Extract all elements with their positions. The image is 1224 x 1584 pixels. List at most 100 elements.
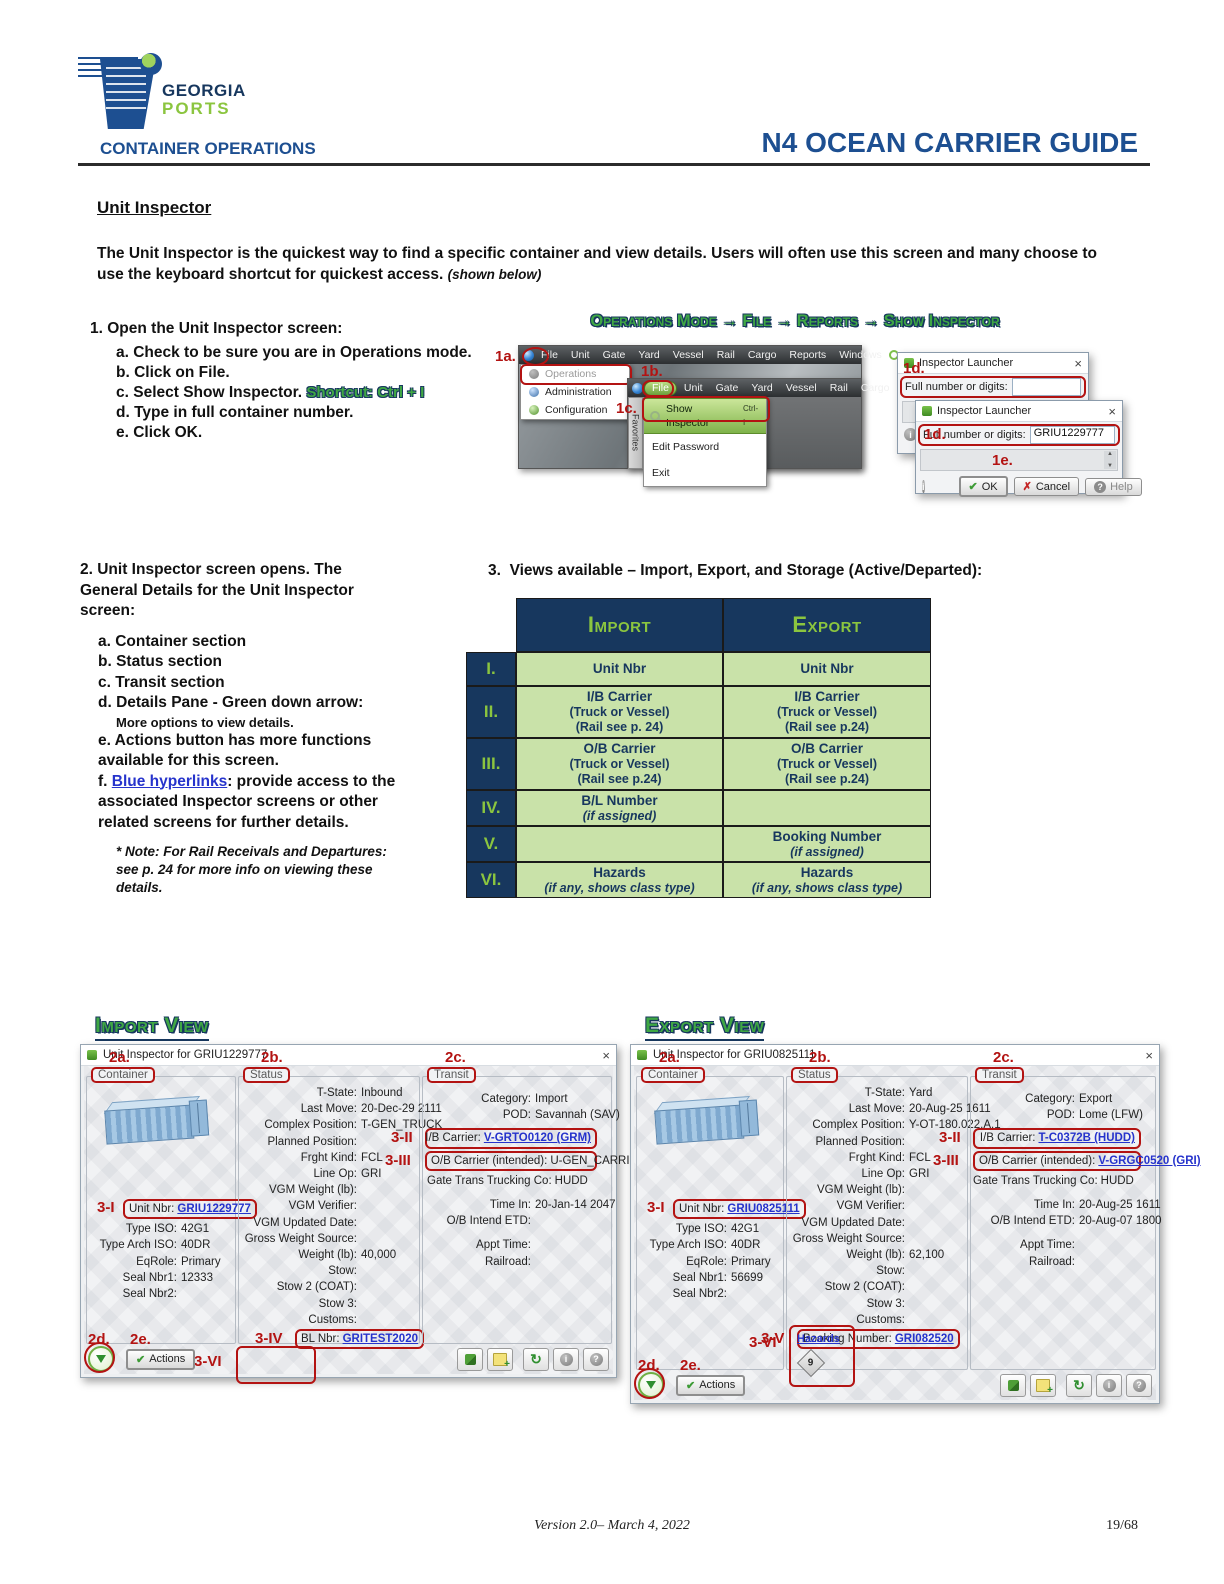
actions-button[interactable]: ✔ Actions: [126, 1348, 196, 1370]
close-icon[interactable]: ×: [602, 1047, 610, 1063]
note-plus-icon: [1036, 1378, 1053, 1396]
georgia-ports-logo: GEORGIA PORTS: [78, 53, 250, 133]
shortcut-badge: Shortcut: Ctrl + I: [306, 384, 425, 401]
bl-nbr-row: 3-IV BL Nbr: GRITEST2020: [255, 1329, 424, 1350]
actions-button[interactable]: ✔ Actions: [676, 1374, 746, 1396]
step1-item-c: c. Select Show Inspector. Shortcut: Ctrl…: [116, 384, 425, 401]
window-body: Container 2a. 3-I Unit Nbr: GRIU1229777 …: [84, 1050, 646, 1384]
hazards-link[interactable]: Hazards: [797, 1333, 840, 1345]
views-table-header-export: Export: [723, 598, 931, 652]
table-row: V. Booking Number (if assigned): [466, 826, 931, 862]
annot-3-II: 3-II: [391, 1129, 413, 1147]
menu-yard[interactable]: Yard: [751, 382, 773, 394]
menu-unit[interactable]: Unit: [683, 382, 703, 394]
close-icon[interactable]: ×: [1145, 1047, 1153, 1063]
menu-item-administration[interactable]: Administration: [521, 383, 629, 401]
close-icon[interactable]: ×: [1108, 403, 1116, 419]
menu-gate[interactable]: Gate: [715, 382, 739, 394]
add-note-icon-button[interactable]: [487, 1347, 513, 1371]
transit-group-label: Transit: [427, 1067, 476, 1083]
info-icon-button[interactable]: i: [553, 1347, 579, 1371]
menu-unit[interactable]: Unit: [570, 349, 590, 361]
annot-3-III: 3-III: [385, 1151, 411, 1169]
ob-carrier-link[interactable]: V-GRGC0520 (GRI): [1098, 1154, 1201, 1167]
full-number-label: Full number or digits:: [905, 381, 1008, 393]
bl-nbr-link[interactable]: GRITEST2020: [342, 1333, 418, 1346]
step2-item-e: e. Actions button has more functions ava…: [98, 731, 372, 770]
menu-rail[interactable]: Rail: [829, 382, 848, 394]
step2-title: 2. Unit Inspector screen opens. The Gene…: [80, 561, 354, 619]
table-row: IV. B/L Number (if assigned): [466, 790, 931, 826]
columns-icon: [1007, 1379, 1019, 1391]
export-columns-icon-button[interactable]: [457, 1347, 483, 1371]
menu-vessel[interactable]: Vessel: [672, 349, 704, 361]
menu-item-edit-password[interactable]: Edit Password: [652, 441, 720, 453]
info-icon-button[interactable]: i: [1096, 1373, 1122, 1397]
export-columns-icon-button[interactable]: [1000, 1373, 1026, 1397]
configuration-icon: [529, 405, 539, 415]
help-icon-button[interactable]: ?: [583, 1347, 609, 1371]
ob-carrier-row: 3-III O/B Carrier (intended): U-GEN_CARR…: [385, 1150, 646, 1171]
menu-cargo[interactable]: Cargo: [860, 382, 890, 394]
ib-carrier-link[interactable]: T-C0372B (HUDD): [1038, 1132, 1136, 1145]
ob-carrier-row: 3-III O/B Carrier (intended): V-GRGC0520…: [933, 1150, 1201, 1171]
container-group: Container 2a. 3-I Unit Nbr: GRIU0825111 …: [636, 1050, 806, 1370]
info-icon[interactable]: i: [904, 428, 917, 441]
step2-item-c: c. Transit section: [98, 673, 225, 691]
unit-nbr-link[interactable]: GRIU1229777: [177, 1203, 251, 1215]
menu-rail[interactable]: Rail: [716, 349, 735, 361]
results-list: ▲▼: [920, 449, 1118, 471]
help-button[interactable]: ? Help: [1085, 477, 1142, 496]
menu-windows[interactable]: Windows: [839, 349, 882, 361]
step1-item-e: e. Click OK.: [116, 424, 203, 441]
full-number-label: Full number or digits:: [923, 429, 1026, 441]
menu-item-configuration[interactable]: Configuration: [521, 401, 629, 419]
menu-cargo[interactable]: Cargo: [747, 349, 777, 361]
unit-nbr-row: 3-I Unit Nbr: GRIU1229777: [97, 1199, 257, 1220]
app-globe-icon[interactable]: [632, 382, 643, 394]
info-icon: i: [1102, 1378, 1116, 1392]
menu-item-operations[interactable]: Operations: [521, 365, 629, 383]
cancel-button[interactable]: ✗ Cancel: [1013, 477, 1080, 496]
menu-item-exit[interactable]: Exit: [652, 467, 670, 479]
operations-globe-icon: [529, 369, 539, 379]
step2-item-a: a. Container section: [98, 632, 247, 650]
menu-item-show-inspector[interactable]: Show Inspector Ctrl-I: [644, 398, 766, 434]
spinner-control[interactable]: ▲▼: [1104, 451, 1116, 469]
add-note-icon-button[interactable]: [1030, 1373, 1056, 1397]
annot-2b: 2b.: [809, 1049, 831, 1066]
columns-icon: [464, 1353, 476, 1365]
table-row: I. Unit Nbr Unit Nbr: [466, 652, 931, 686]
refresh-icon: ↻: [1073, 1376, 1085, 1393]
unit-nbr-link[interactable]: GRIU0825111: [727, 1203, 800, 1215]
booking-number-link[interactable]: GRI082520: [894, 1333, 954, 1346]
ib-carrier-row: 3-II I/B Carrier: V-GRTO0120 (GRM): [391, 1128, 609, 1149]
breadcrumb-arrow-icon: →: [721, 312, 738, 330]
info-icon[interactable]: i: [922, 480, 925, 493]
import-view-heading: Import View: [95, 1014, 209, 1041]
table-row: III. O/B Carrier (Truck or Vessel) (Rail…: [466, 738, 931, 790]
menu-screenshot: N4 File Unit Gate Yard Vessel Rail Cargo…: [495, 345, 939, 487]
annot-3-I: 3-I: [97, 1199, 115, 1216]
full-number-input[interactable]: [1011, 378, 1081, 396]
inspector-launcher-dialog-front: Inspector Launcher × Full number or digi…: [915, 400, 1142, 497]
menu-reports[interactable]: Reports: [789, 349, 827, 361]
menu-vessel[interactable]: Vessel: [785, 382, 817, 394]
annot-2c: 2c.: [445, 1049, 466, 1066]
favorites-tab[interactable]: Favorites: [628, 397, 643, 469]
annot-box-hazards-empty: [236, 1346, 316, 1384]
refresh-icon-button[interactable]: ↻: [1066, 1373, 1092, 1397]
menu-gate[interactable]: Gate: [602, 349, 626, 361]
ib-carrier-link[interactable]: V-GRTO0120 (GRM): [483, 1132, 591, 1145]
refresh-icon-button[interactable]: ↻: [523, 1347, 549, 1371]
ok-button[interactable]: ✔ OK: [958, 476, 1008, 497]
menu-yard[interactable]: Yard: [638, 349, 660, 361]
close-icon[interactable]: ×: [1074, 355, 1082, 371]
help-icon-button[interactable]: ?: [1126, 1373, 1152, 1397]
annot-3-V: 3-V: [761, 1330, 785, 1348]
x-icon: ✗: [1022, 481, 1032, 493]
full-number-input[interactable]: GRIU1229777: [1029, 426, 1115, 444]
blue-hyperlinks-link[interactable]: Blue hyperlinks: [111, 772, 228, 790]
n4-window-2: File Unit Gate Yard Vessel Rail Cargo Re…: [627, 378, 939, 487]
check-icon: ✔: [686, 1379, 696, 1392]
